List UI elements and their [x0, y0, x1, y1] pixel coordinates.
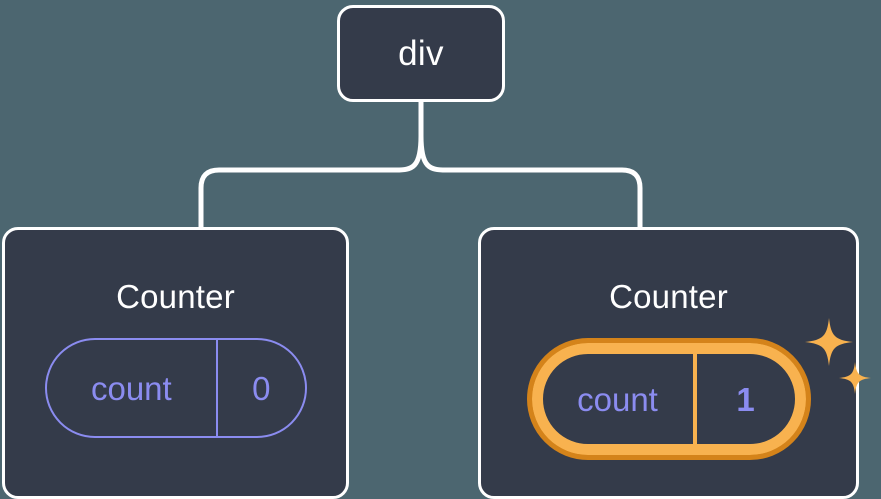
connector-to-left-child: [198, 133, 424, 230]
state-pill-right-highlighted[interactable]: count 1: [526, 338, 811, 460]
sparkles-group: [804, 318, 871, 394]
root-node-label: div: [398, 34, 444, 73]
node-counter-right[interactable]: Counter count 1: [478, 227, 871, 499]
sparkle-large-icon: [804, 318, 853, 366]
state-pill-left[interactable]: count 0: [44, 338, 307, 438]
node-counter-left[interactable]: Counter count 0: [2, 227, 349, 499]
connector-to-right-child: [418, 133, 643, 230]
state-pill-wrapper-left: count 0: [44, 338, 307, 438]
counter-title-left: Counter: [116, 278, 235, 315]
node-root-div[interactable]: div: [337, 5, 505, 102]
counter-title-right: Counter: [609, 278, 728, 315]
state-pill-inner-right: count 1: [531, 343, 806, 455]
state-key-left: count: [47, 340, 219, 436]
state-pill-wrapper-right: count 1: [526, 318, 871, 460]
state-key-right: count: [543, 354, 697, 444]
sparkle-small-icon: [838, 362, 871, 394]
state-value-left: 0: [252, 369, 271, 407]
state-value-right: 1: [736, 380, 755, 418]
